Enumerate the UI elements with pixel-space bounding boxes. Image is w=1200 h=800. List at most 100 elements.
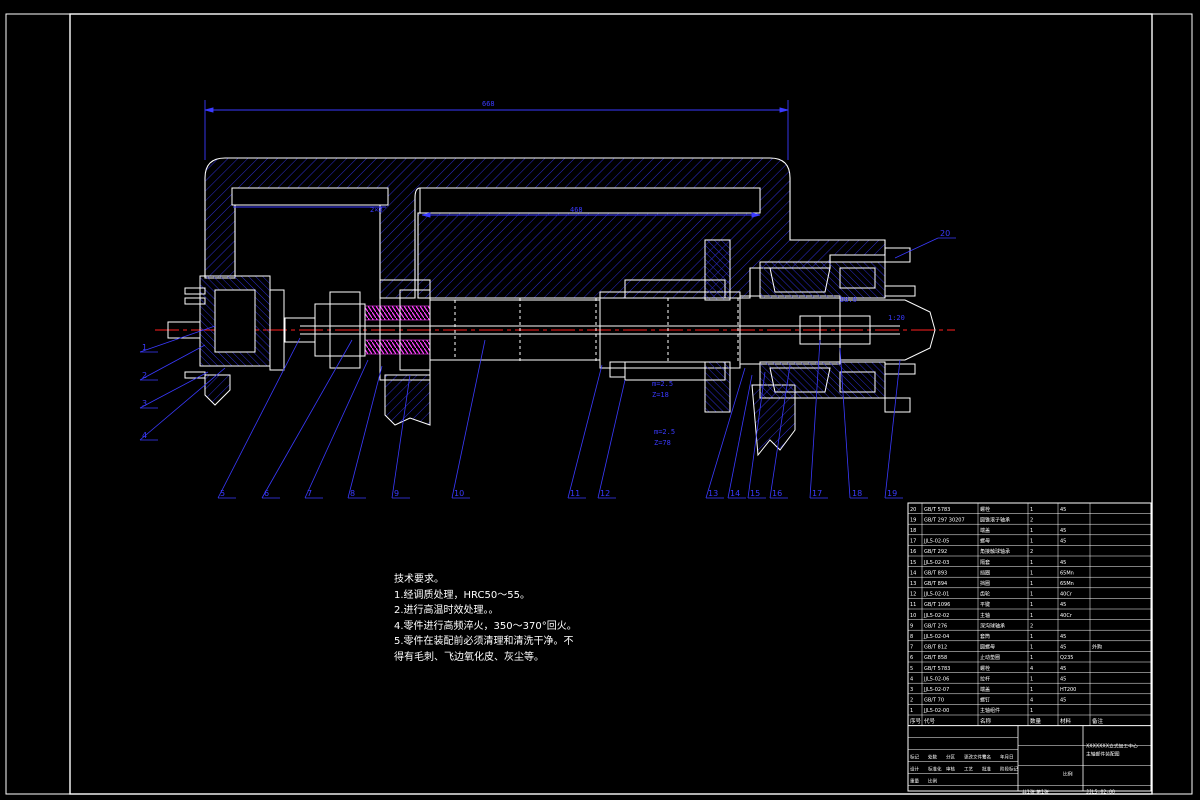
bom-cell: 45 (1060, 602, 1066, 608)
bom-cell: 挡圈 (980, 580, 990, 587)
bom-cell: Q235 (1060, 655, 1073, 661)
bom-cell: 4 (910, 676, 913, 682)
bom-cell: JJL5-02-01 (923, 592, 949, 598)
callout-label: 12 (600, 489, 610, 498)
callout-label: 14 (730, 489, 740, 498)
callout-6: 6 (261, 339, 353, 499)
inner-frame (69, 13, 1153, 795)
bom-cell: 止动垫圈 (980, 654, 1000, 661)
bom-cell: 6 (910, 655, 913, 661)
bom-cell: 40Cr (1060, 592, 1073, 598)
dim-right-a: Ø8.0 (840, 296, 857, 304)
bom-cell: 套筒 (980, 633, 990, 640)
callout-9: 9 (391, 374, 411, 499)
bom-cell: JJL5-02-05 (923, 539, 949, 545)
bom-cell: 19 (910, 517, 916, 523)
bom-cell: 挡圈 (980, 569, 990, 576)
title-block-label: 设计 (910, 766, 919, 773)
bom-cell: 45 (1060, 634, 1066, 640)
callout-20: 20 (894, 229, 956, 259)
bom-cell: 20 (910, 507, 916, 513)
dim-upper-left: 2×Ø (370, 206, 383, 214)
title-block-label: 比例 (928, 778, 937, 785)
bom-cell: JJL5-02-07 (923, 687, 949, 693)
notes-line-2: 2.进行高温时效处理。。 (394, 605, 499, 617)
left-end-cap (167, 275, 285, 379)
bom-header-cell: 名称 (980, 717, 992, 725)
bom-cell: GB/T 5783 (924, 507, 950, 513)
bom-cell: JJL5-02-03 (923, 560, 949, 566)
bom-cell: 2 (1030, 549, 1033, 555)
title-block-label: 审核 (946, 766, 955, 773)
notes-line-5: 得有毛刺、飞边氧化皮、灰尘等。 (394, 651, 544, 663)
title-block-label: 签名 (982, 754, 991, 761)
title-block-label: 批准 (982, 766, 991, 773)
spring-upper (364, 305, 431, 321)
bom-cell: 圆螺母 (980, 644, 995, 651)
bom-cell: 1 (1030, 645, 1033, 651)
title-block-label: 处数 (928, 754, 937, 761)
bom-cell: 45 (1060, 507, 1066, 513)
bom-cell: 14 (910, 570, 916, 576)
bom-cell: 65Mn (1060, 581, 1074, 587)
callout-8: 8 (347, 365, 383, 499)
bom-cell: 45 (1060, 698, 1066, 704)
callout-17: 17 (809, 339, 828, 499)
title-block-label: 标准化 (928, 766, 942, 773)
drawing-number: JJL5-02-00 (1086, 790, 1115, 796)
callout-12: 12 (597, 379, 626, 499)
bom-cell: 螺栓 (980, 506, 990, 513)
bom-cell: 10 (910, 613, 916, 619)
title-block-label: 工艺 (964, 767, 973, 773)
callout-1: 1 (139, 325, 216, 353)
callout-label: 7 (307, 489, 312, 498)
callout-18: 18 (839, 347, 868, 499)
callout-label: 1 (142, 343, 147, 352)
dimension-lines (204, 100, 789, 218)
bom-cell: JJL5-02-02 (923, 613, 949, 619)
outer-frame (5, 13, 1193, 795)
bom-cell: 螺母 (980, 538, 990, 545)
bom-cell: 65Mn (1060, 570, 1074, 576)
bom-cell: 1 (1030, 507, 1033, 513)
callout-3: 3 (139, 371, 209, 409)
bom-cell: 1 (1030, 581, 1033, 587)
title-block-label: 重量 (910, 778, 919, 785)
bom-cell: 7 (910, 645, 913, 651)
bom-cell: 17 (910, 539, 916, 545)
bom-cell: 螺栓 (980, 665, 990, 672)
bom-cell: 11 (910, 602, 916, 608)
bom-cell: JJL5-02-00 (923, 708, 949, 714)
dim-overall: 668 (482, 100, 495, 108)
callout-label: 13 (708, 489, 718, 498)
title-line-2: 主轴部件装配图 (1086, 751, 1120, 758)
callout-label: 19 (887, 489, 897, 498)
bom-cell: 1 (1030, 676, 1033, 682)
bom-cell: 1 (1030, 708, 1033, 714)
callout-15: 15 (747, 371, 766, 499)
bom-cell: 外购 (1092, 644, 1102, 651)
bom-cell: 1 (1030, 613, 1033, 619)
gear-fit-lower-z: Z=78 (654, 439, 671, 447)
callout-label: 2 (142, 371, 147, 380)
callout-7: 7 (304, 359, 369, 499)
callout-label: 9 (394, 489, 399, 498)
bom-cell: 1 (1030, 592, 1033, 598)
bom-cell: 1 (1030, 539, 1033, 545)
bom-cell: GB/T 5783 (924, 666, 950, 672)
title-line-1: XXXXXXX立式加工中心 (1086, 743, 1138, 750)
bom-cell: GB/T 276 (924, 623, 947, 629)
technical-requirements: 技术要求。 1.经调质处理，HRC50～55。 2.进行高温时效处理。。 4.零… (394, 572, 577, 666)
dim-upper-inner: 468 (570, 206, 583, 214)
bom-cell: 15 (910, 560, 916, 566)
front-bearing-housing (759, 247, 936, 413)
